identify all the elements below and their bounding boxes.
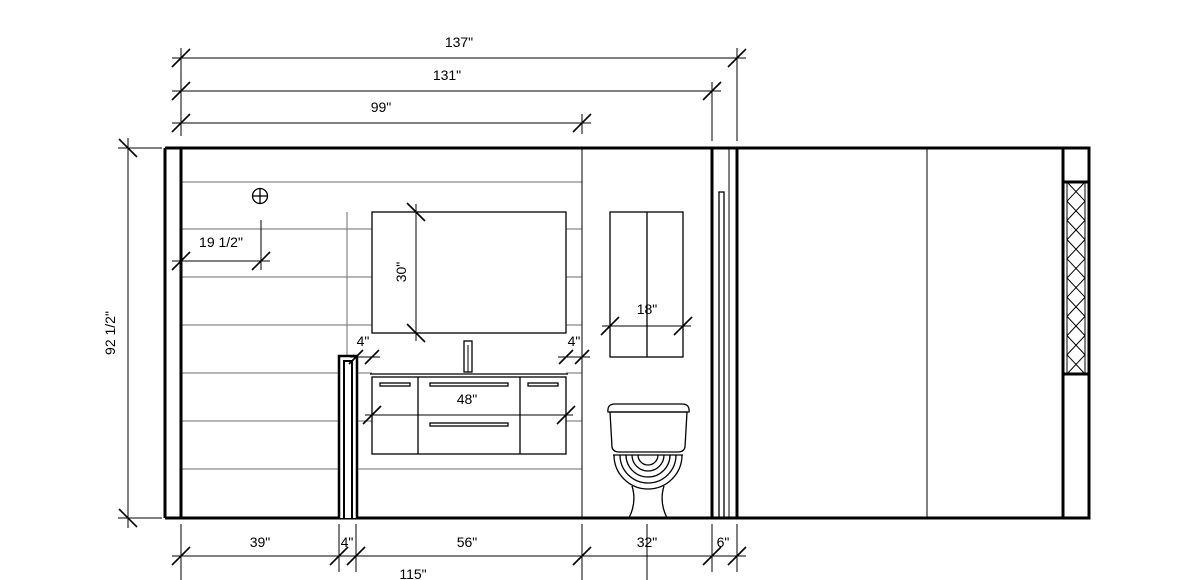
tick-mark — [171, 546, 191, 566]
tick-mark — [600, 316, 620, 336]
tick-mark — [702, 546, 722, 566]
tick-mark — [171, 113, 191, 133]
dimension-label: 4" — [357, 333, 370, 349]
pony-wall-inner — [343, 360, 353, 518]
tick-mark — [348, 349, 364, 365]
drawer-handle — [379, 382, 411, 387]
tick-mark — [574, 349, 590, 365]
mirror-frame — [371, 211, 567, 334]
crosshatch — [1066, 181, 1086, 375]
tick-mark — [727, 546, 747, 566]
dimension-to-partition: 99" — [171, 99, 592, 133]
tick-mark — [346, 546, 366, 566]
crosshatch — [1066, 181, 1086, 375]
toilet-bowl-ring — [619, 454, 677, 484]
tick-mark — [406, 202, 426, 222]
faucet — [463, 340, 473, 373]
tick-mark — [558, 349, 574, 365]
right-end-wall — [1061, 146, 1091, 520]
toilet — [607, 403, 690, 519]
dimension-label: 4" — [568, 333, 581, 349]
dimension-outlet-offset: 19 1/2" — [171, 220, 271, 271]
pony-wall-outer — [337, 354, 359, 518]
top-dimensions: 137" 131" 99" — [171, 34, 747, 141]
tick-mark — [364, 349, 380, 365]
mirror: 30" — [371, 202, 567, 343]
walls — [163, 146, 1089, 520]
dimension-label: 18" — [637, 301, 658, 317]
drawer-handle — [429, 382, 509, 387]
toilet-bowl-ring — [625, 454, 671, 478]
toilet-bowl-ring — [631, 454, 665, 472]
dimension-label: 19 1/2" — [199, 234, 243, 250]
dimension-label: 56" — [457, 534, 478, 550]
dimension-label: 4" — [341, 534, 354, 550]
tick-mark — [171, 251, 191, 271]
dimension-wall-height: 92 1/2" — [102, 138, 162, 528]
tick-mark — [171, 48, 191, 68]
dimension-label: 39" — [250, 534, 271, 550]
tick-mark — [171, 81, 191, 101]
tick-mark — [406, 323, 426, 343]
tick-mark — [362, 405, 382, 425]
tick-mark — [702, 81, 722, 101]
toilet-bowl-ring — [613, 454, 683, 490]
dimension-label: 99" — [371, 99, 392, 115]
tick-mark — [727, 48, 747, 68]
vanity — [370, 373, 568, 455]
dimension-vanity-gap-left: 4" — [348, 333, 380, 365]
toilet-base — [628, 485, 668, 519]
dimension-vanity-width: 48" — [362, 391, 576, 425]
dimension-label: 115" — [399, 566, 426, 580]
pony-wall — [337, 354, 359, 518]
tick-mark — [329, 546, 349, 566]
tick-mark — [118, 508, 138, 528]
wall-block-top — [1061, 146, 1091, 184]
tick-mark — [556, 405, 576, 425]
dimension-to-wall: 131" — [171, 67, 722, 101]
toilet-bowl-ring — [637, 454, 659, 466]
tick-mark — [251, 251, 271, 271]
tick-mark — [673, 316, 693, 336]
medicine-cabinet: 18" — [600, 211, 693, 358]
bottom-dimensions: 39" 4" 56" 32" 6" 115" — [171, 524, 747, 580]
dimension-label: 48" — [457, 391, 478, 407]
tick-mark — [118, 138, 138, 158]
toilet-lid — [607, 403, 690, 413]
tick-mark — [572, 113, 592, 133]
wall-block-bottom — [1061, 372, 1091, 520]
wall-tile-lines — [181, 181, 582, 470]
dimension-label: 92 1/2" — [102, 311, 118, 355]
outlet-icon — [251, 187, 269, 205]
drawer-handle — [527, 382, 559, 387]
door-trim — [718, 191, 725, 519]
dimension-label: 30" — [393, 262, 409, 283]
drawer-handle — [429, 422, 509, 427]
toilet-tank — [609, 411, 688, 453]
dimension-label: 131" — [433, 67, 461, 83]
dimension-label: 32" — [637, 534, 658, 550]
dimension-overall-width: 137" — [171, 34, 747, 68]
tick-mark — [572, 546, 592, 566]
dimension-label: 137" — [445, 34, 473, 50]
dimension-label: 6" — [717, 534, 730, 550]
dimension-vanity-gap-right: 4" — [558, 333, 590, 365]
